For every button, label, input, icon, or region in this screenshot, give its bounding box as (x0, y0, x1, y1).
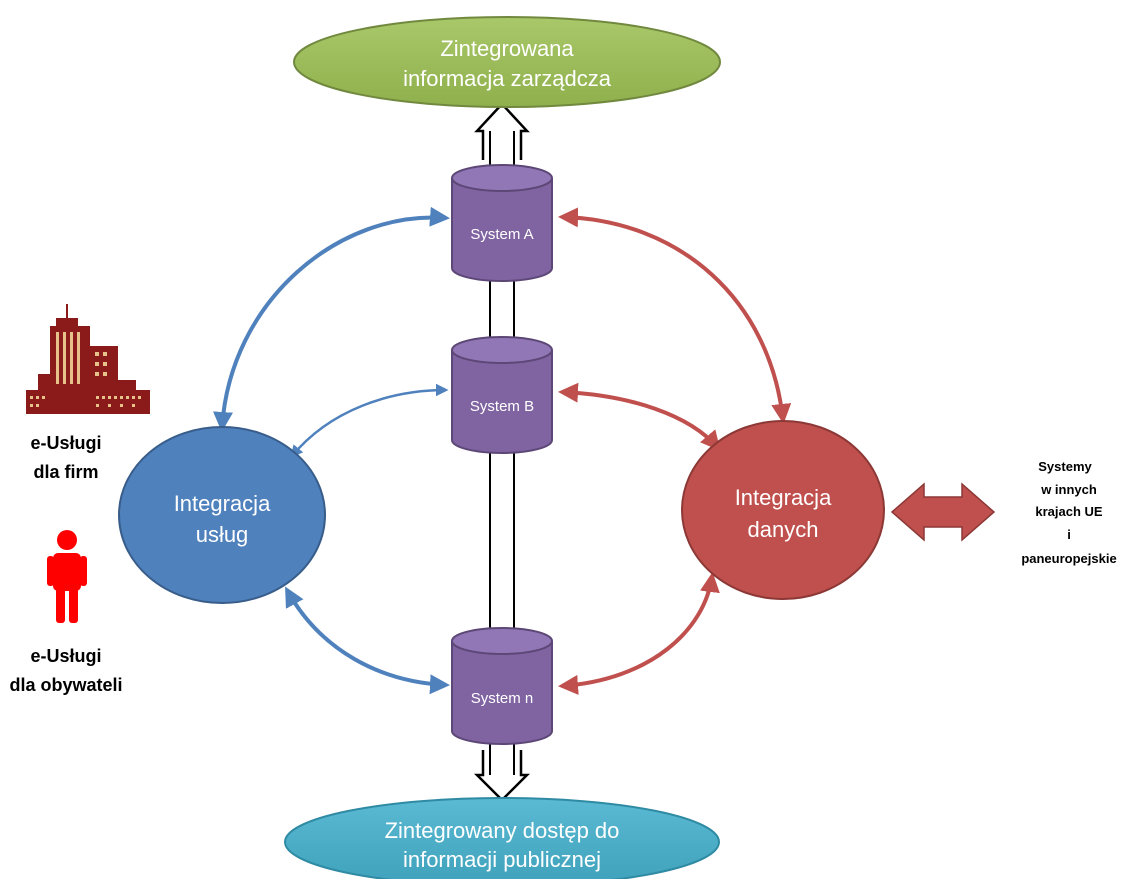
bottom-node-line1: Zintegrowany dostęp do (385, 818, 620, 843)
data-to-system-a-arrow (558, 207, 792, 424)
down-arrow (473, 750, 531, 802)
citizen-services-line2: dla obywateli (9, 675, 122, 695)
top-node-line2: informacja zarządcza (403, 66, 612, 91)
data-integration-node: Integracja danych (681, 420, 885, 600)
eu-systems-line4: i (1067, 527, 1071, 542)
eu-systems-line5: paneuropejskie (1021, 551, 1116, 566)
system-b-label: System B (470, 398, 534, 415)
up-arrow (474, 102, 530, 160)
data-line2: danych (748, 517, 819, 542)
services-line1: Integracja (174, 491, 271, 516)
system-n-cylinder: System n (451, 627, 553, 745)
top-node-line1: Zintegrowana (440, 36, 574, 61)
integrated-management-info-node: Zintegrowana informacja zarządcza (293, 16, 721, 108)
data-connectors (558, 207, 792, 695)
data-line1: Integracja (735, 485, 832, 510)
eu-systems-line1: Systemy (1038, 459, 1092, 474)
system-a-cylinder: System A (451, 164, 553, 282)
eu-systems-double-arrow (890, 482, 996, 542)
system-b-cylinder: System B (451, 336, 553, 454)
data-to-system-n-arrow (558, 572, 720, 695)
business-services-line2: dla firm (33, 462, 98, 482)
services-integration-node: Integracja usług (118, 426, 326, 604)
bottom-node-line2: informacji publicznej (403, 847, 601, 872)
citizen-services-line1: e-Usługi (30, 646, 101, 666)
system-n-label: System n (471, 690, 534, 707)
services-connectors (213, 206, 450, 695)
services-line2: usług (196, 522, 249, 547)
services-to-system-n-arrow (285, 586, 450, 695)
eu-systems-line3: krajach UE (1035, 504, 1103, 519)
person-icon (47, 530, 87, 623)
building-icon (26, 304, 150, 414)
system-a-label: System A (470, 226, 533, 243)
services-to-system-a-arrow (213, 206, 450, 432)
business-services-line1: e-Usługi (30, 433, 101, 453)
integrated-public-info-access-node: Zintegrowany dostęp do informacji public… (284, 797, 720, 879)
eu-systems-label: Systemy w innych krajach UE i paneuropej… (1021, 459, 1116, 566)
data-to-system-b-arrow (558, 382, 721, 452)
services-to-system-b-arrow (290, 383, 449, 458)
eu-systems-line2: w innych (1040, 482, 1097, 497)
